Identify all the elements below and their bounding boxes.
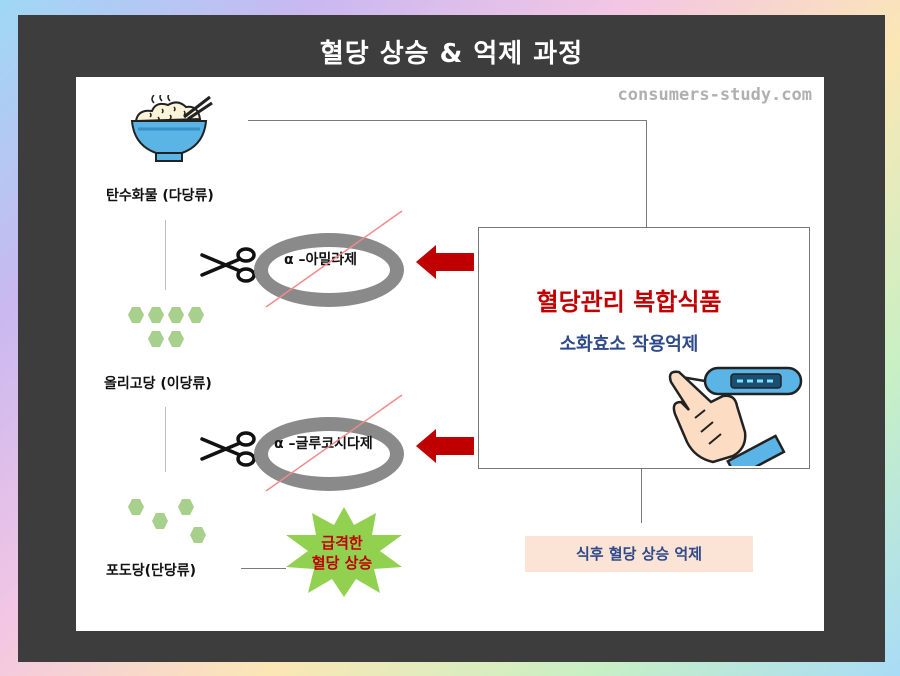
watermark: consumers-study.com	[617, 85, 812, 105]
spike-label-line2: 혈당 상승	[311, 554, 373, 572]
enzyme-label-glucosidase: α –글루코시다제	[274, 436, 373, 452]
supplement-title: 혈당관리 복합식품	[536, 288, 722, 316]
slide-title: 혈당 상승 & 억제 과정	[319, 39, 584, 69]
inhibit-arrow-amylase	[416, 245, 474, 279]
scissors-icon-glucosidase	[200, 431, 256, 467]
rice-bowl-icon	[130, 95, 213, 162]
glucose-meter-hand-icon	[668, 366, 803, 466]
scissors-icon-amylase	[200, 247, 256, 283]
stage-label-oligosaccharide: 올리고당 (이당류)	[104, 376, 212, 392]
flow-line-2	[165, 407, 166, 472]
supplement-box: 혈당관리 복합식품 소화효소 작용억제	[478, 227, 810, 469]
result-badge: 식후 혈당 상승 억제	[525, 536, 753, 572]
strike-line-glucosidase	[265, 394, 403, 492]
spike-connector	[241, 568, 286, 569]
strike-line-amylase	[265, 210, 403, 308]
stage-label-monosaccharide: 포도당(단당류)	[106, 563, 197, 579]
spike-label: 급격한 혈당 상승	[282, 533, 402, 573]
connector-top-horizontal	[248, 120, 646, 121]
glucose-hexagons-icon	[128, 499, 206, 543]
slide-frame: 혈당 상승 & 억제 과정 consumers-study.com 탄수화물 (…	[18, 15, 885, 662]
connector-top-vertical	[646, 120, 647, 227]
connector-bottom-vertical	[641, 468, 642, 523]
inhibit-arrow-glucosidase	[416, 429, 474, 463]
stage-label-polysaccharide: 탄수화물 (다당류)	[106, 188, 214, 204]
hexagon-cluster-icon	[128, 307, 204, 347]
diagram-panel: consumers-study.com 탄수화물 (다당류)	[76, 77, 824, 631]
spike-label-line1: 급격한	[321, 534, 363, 552]
spike-burst-shape	[286, 507, 402, 597]
flow-line-1	[165, 220, 166, 290]
supplement-subtitle: 소화효소 작용억제	[559, 334, 699, 355]
